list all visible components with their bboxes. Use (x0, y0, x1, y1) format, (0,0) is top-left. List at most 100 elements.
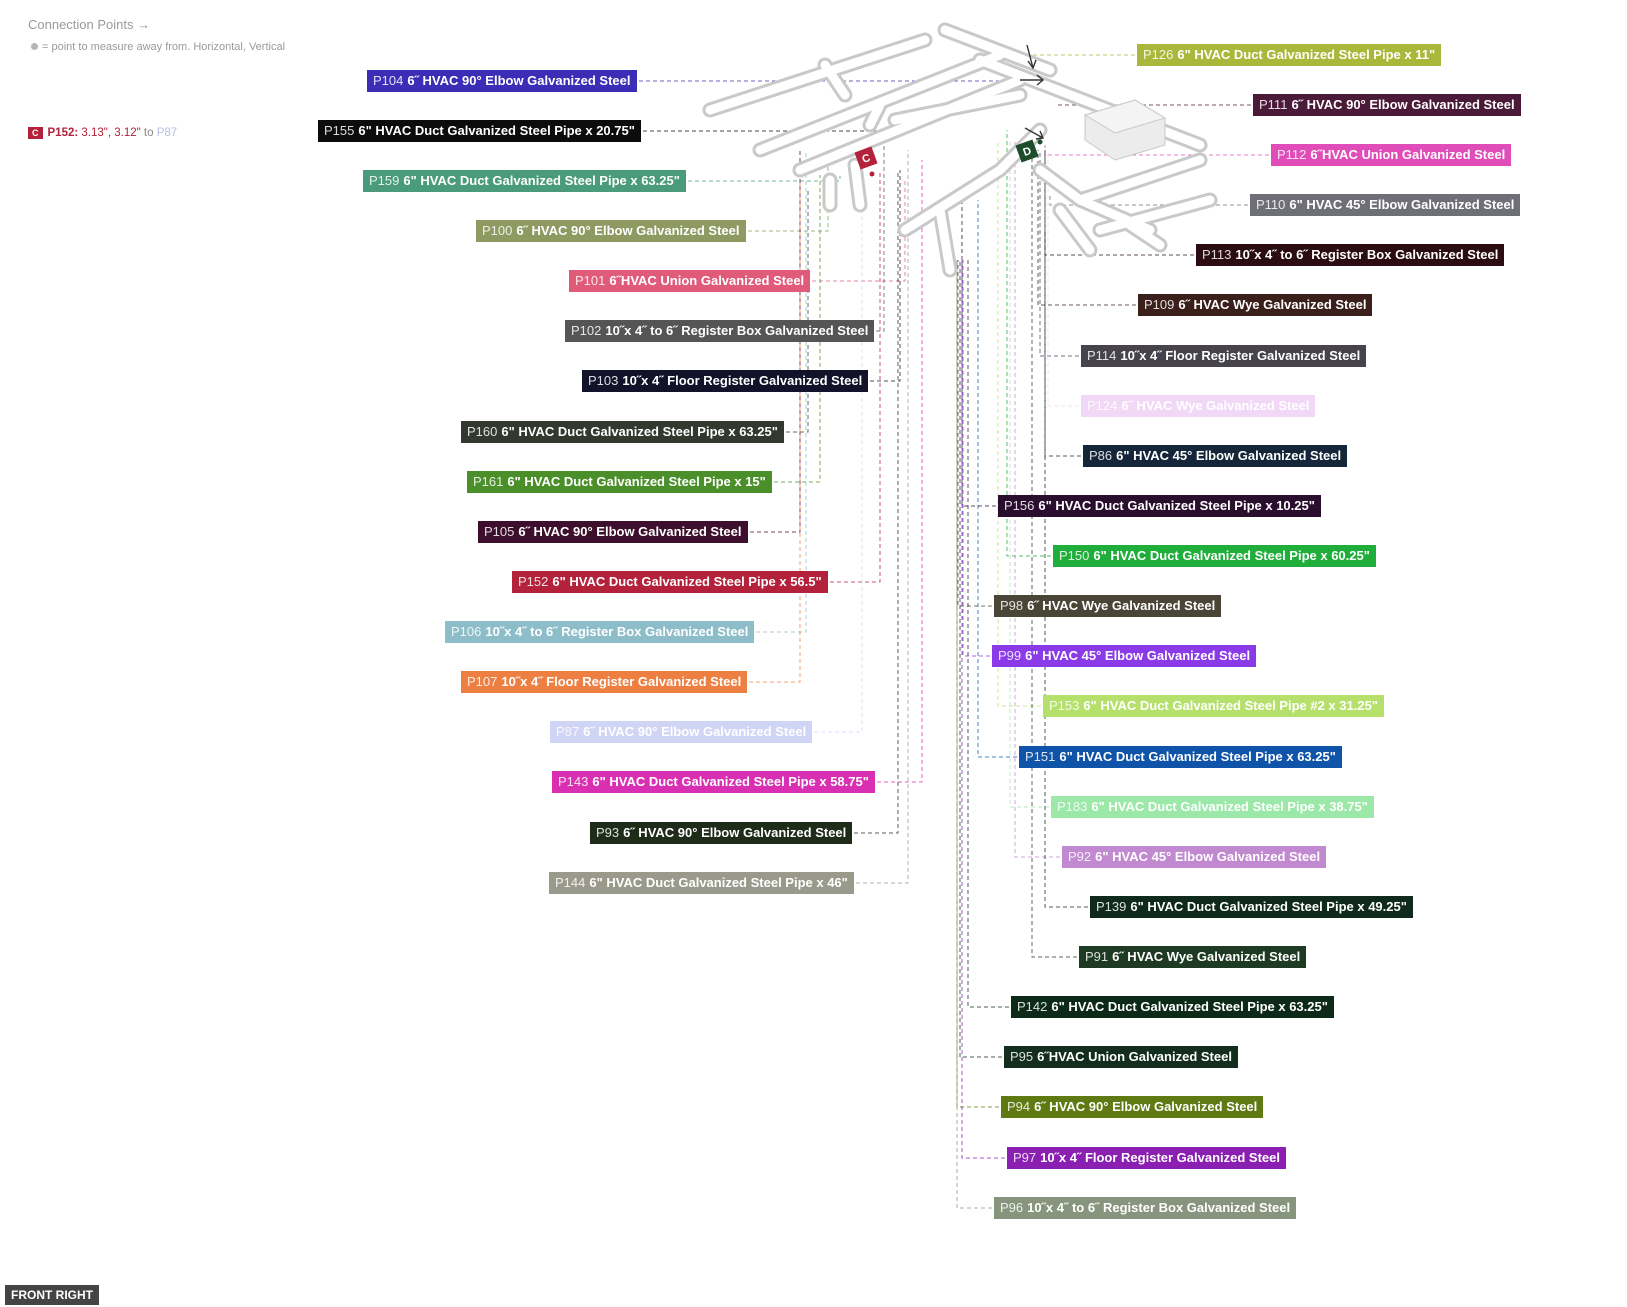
part-id: P98 (1000, 598, 1024, 613)
part-id: P111 (1259, 97, 1288, 112)
part-name: 10˝x 4˝ to 6˝ Register Box Galvanized St… (1235, 247, 1499, 262)
legend-note-text: = point to measure away from. Horizontal… (42, 41, 286, 53)
leader-line (956, 260, 992, 1209)
part-name: 6" HVAC Duct Galvanized Steel Pipe #2 x … (1083, 698, 1378, 713)
leader-line (1006, 130, 1051, 557)
part-name: 10˝x 4˝ to 6˝ Register Box Galvanized St… (485, 624, 749, 639)
part-name: 6" HVAC Duct Galvanized Steel Pipe x 58.… (592, 774, 869, 789)
part-id: P152 (518, 574, 549, 589)
part-id: P113 (1202, 247, 1232, 262)
part-id: P126 (1143, 47, 1174, 62)
part-name: 6˝ HVAC 90° Elbow Galvanized Steel (1291, 97, 1515, 112)
leader-line (814, 155, 863, 733)
part-name: 6˝ HVAC Wye Galvanized Steel (1112, 949, 1301, 964)
connection-marker-d[interactable]: D (1015, 139, 1039, 163)
part-name: 6" HVAC Duct Galvanized Steel Pipe x 63.… (1051, 999, 1328, 1014)
part-name: 6" HVAC Duct Galvanized Steel Pipe x 56.… (552, 574, 822, 589)
leader-line (967, 260, 1009, 1008)
leader-line (812, 178, 906, 282)
part-id: P87 (556, 724, 580, 739)
part-id: P143 (558, 774, 589, 789)
part-name: 6˝HVAC Union Galvanized Steel (1310, 147, 1506, 162)
part-name: 6" HVAC Duct Galvanized Steel Pipe x 49.… (1130, 899, 1407, 914)
connection-marker-c[interactable]: C (854, 146, 878, 170)
leader-line (962, 260, 990, 657)
part-id: P95 (1010, 1049, 1034, 1064)
part-id: P161 (473, 474, 504, 489)
part-name: 6" HVAC Duct Galvanized Steel Pipe x 46" (589, 875, 848, 890)
leader-line (870, 170, 901, 382)
part-name: 6" HVAC Duct Galvanized Steel Pipe x 11" (1177, 47, 1436, 62)
part-name: 6" HVAC 45° Elbow Galvanized Steel (1025, 648, 1251, 663)
part-id: P112 (1277, 147, 1307, 162)
part-id: P101 (575, 273, 606, 288)
part-name: 10˝x 4˝ Floor Register Galvanized Steel (501, 674, 742, 689)
leader-line (876, 130, 885, 332)
leader-line (756, 150, 807, 633)
part-id: P159 (369, 173, 400, 188)
legend-title: Connection Points → (28, 17, 151, 32)
part-id: P144 (555, 875, 586, 890)
part-name: 10˝x 4˝ Floor Register Galvanized Steel (1120, 348, 1361, 363)
part-id: P86 (1089, 448, 1113, 463)
part-name: 6˝ HVAC Wye Galvanized Steel (1027, 598, 1216, 613)
leader-line (856, 150, 909, 884)
leader-line (774, 175, 821, 483)
leader-line (1009, 140, 1049, 808)
connection-point-values: 3.13", 3.12" (81, 127, 141, 139)
part-id: P102 (571, 323, 602, 338)
part-id: P91 (1085, 949, 1109, 964)
part-id: P151 (1025, 749, 1056, 764)
marker-c-letter: C (861, 152, 873, 166)
part-id: P110 (1256, 197, 1286, 212)
marker-d-letter: D (1022, 145, 1034, 159)
part-name: 6˝ HVAC 90° Elbow Galvanized Steel (583, 724, 807, 739)
part-id: P107 (467, 674, 498, 689)
part-id: P105 (484, 524, 515, 539)
leader-line (997, 140, 1041, 707)
